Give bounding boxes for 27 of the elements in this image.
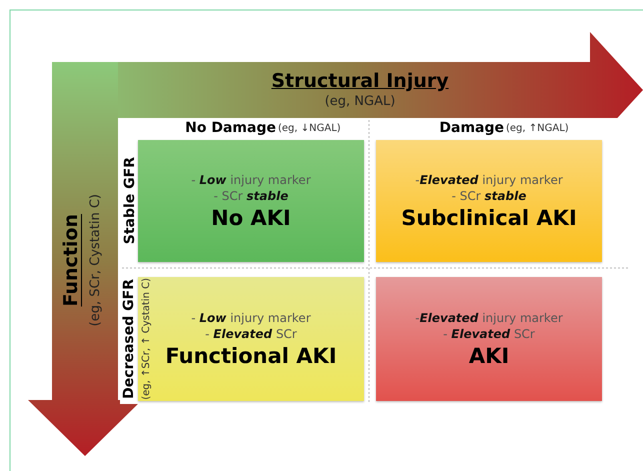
- criterion-text: - Low injury marker: [191, 310, 311, 326]
- criterion-text: - Elevated SCr: [205, 326, 297, 342]
- category-box: [376, 140, 602, 262]
- criterion-text: - SCr stable: [214, 188, 288, 204]
- criterion-text: - SCr stable: [452, 188, 526, 204]
- criterion-text: - Low injury marker: [191, 172, 311, 188]
- column-header: Damage: [438, 120, 504, 136]
- axis-title: Structural Injury: [270, 70, 450, 92]
- row-header: Decreased GFR: [121, 279, 137, 399]
- axis-title: Function: [60, 214, 82, 306]
- category-box: [138, 277, 364, 401]
- criterion-text: -Elevated injury marker: [415, 172, 563, 188]
- category-title: No AKI: [211, 206, 291, 230]
- category-title: Subclinical AKI: [401, 206, 577, 230]
- column-header: No Damage: [184, 120, 276, 136]
- category-title: AKI: [468, 344, 510, 368]
- axis-subtitle: (eg, SCr, Cystatin C): [88, 194, 103, 326]
- axis-subtitle: (eg, NGAL): [324, 94, 396, 109]
- category-box: [138, 140, 364, 262]
- row-header: Stable GFR: [122, 157, 138, 245]
- category-title: Functional AKI: [165, 344, 337, 368]
- column-subheader: (eg, ↑NGAL): [506, 123, 570, 134]
- category-box: [376, 277, 602, 401]
- row-subheader: (eg, ↑SCr, ↑ Cystatin C): [141, 278, 152, 400]
- column-subheader: (eg, ↓NGAL): [278, 123, 342, 134]
- criterion-text: -Elevated injury marker: [415, 310, 563, 326]
- criterion-text: - Elevated SCr: [443, 326, 535, 342]
